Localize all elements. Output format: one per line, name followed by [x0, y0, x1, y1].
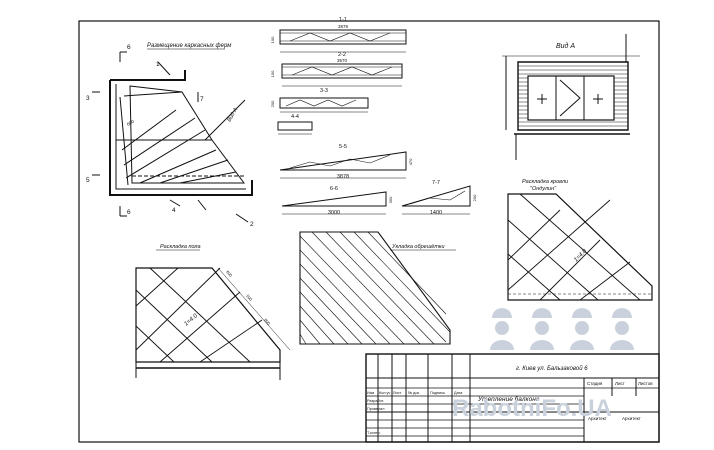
header-doc: № док	[408, 391, 419, 395]
row-tech-control: Т.контр.	[367, 431, 381, 435]
truss-sections	[277, 29, 471, 215]
lathing-title: Укладка обрешётки	[391, 244, 445, 250]
truss-height-1: 100	[270, 36, 275, 43]
row-checked: Проверил	[367, 407, 385, 411]
sheet-header: Лист	[615, 381, 625, 386]
watermark-logo: RabotniFo.UA	[452, 308, 634, 422]
project-address: г. Киев ул. Бальзаковой 6	[516, 365, 588, 372]
frame-layout-plan: Размещение каркасных ферм	[92, 43, 253, 223]
section-5-label: 5-5	[339, 144, 347, 150]
header-izm: Изм	[367, 391, 374, 395]
floor-step-1: 600	[225, 269, 234, 278]
marker-2: 2	[250, 221, 254, 228]
marker-1: 1	[156, 61, 160, 68]
truss-height-3: 200	[270, 100, 275, 107]
truss-height-6: 350	[388, 196, 393, 203]
marker-3: 3	[86, 95, 90, 102]
frame-step-label: 600	[126, 119, 135, 127]
section-3-label: 3-3	[320, 88, 328, 94]
section-5-length: 3878	[337, 174, 349, 180]
section-6-label: 6-6	[330, 186, 338, 192]
floor-step-3: 800	[263, 317, 272, 326]
title-block	[365, 353, 660, 443]
section-2-label: 2-2	[338, 52, 346, 58]
marker-6-bottom: 6	[127, 209, 131, 216]
roof-layout-title: Раскладка кровли	[522, 179, 568, 185]
marker-6-top: 6	[127, 44, 131, 51]
frame-layout-title: Размещение каркасных ферм	[147, 43, 231, 49]
sheets-header: Листов	[638, 381, 653, 386]
marker-7: 7	[200, 96, 204, 103]
floor-angle-label: 1=4.0	[183, 313, 199, 328]
view-a-title: Вид А	[556, 42, 575, 50]
section-7-length: 1400	[430, 210, 442, 216]
roof-layout: Раскладка кровли "Ондулин" 1=4.0	[507, 179, 653, 301]
section-7-label: 7-7	[432, 180, 440, 186]
lathing-layout: Укладка обрешётки	[299, 231, 456, 345]
marker-5: 5	[86, 177, 90, 184]
watermark-text: RabotniFo.UA	[452, 395, 612, 422]
drawing-title: Утепление балкона	[477, 395, 540, 403]
section-2-length: 3570	[337, 58, 348, 63]
header-kol: Кол.уч	[379, 391, 390, 395]
truss-height-5: 470	[408, 158, 413, 165]
truss-height-7: 200	[472, 194, 477, 201]
marker-4: 4	[172, 207, 176, 214]
truss-section-labels: 1-1 3878 2-2 3570 3-3 4-4 5-5 3878 6-6 3…	[270, 17, 477, 216]
floor-step-2: 500	[245, 293, 254, 302]
roof-material-title: "Ондулин"	[530, 186, 557, 192]
row-developed: Разработ.	[367, 399, 384, 403]
section-1-label: 1-1	[339, 17, 347, 23]
section-6-length: 3000	[328, 210, 340, 216]
stage-header: Стадия	[587, 381, 603, 386]
section-4-label: 4-4	[291, 114, 299, 120]
view-a-elevation: Вид А	[502, 34, 640, 160]
truss-height-2: 100	[270, 70, 275, 77]
company-cell-1: Архитект	[588, 416, 607, 421]
view-a-arrow-label: Вид А	[227, 107, 240, 123]
header-date: Дата	[454, 391, 463, 395]
floor-layout-title: Раскладка пола	[160, 244, 201, 250]
header-list: Лист	[393, 391, 402, 395]
section-1-length: 3878	[338, 24, 349, 29]
roof-angle-label: 1=4.0	[573, 248, 588, 263]
company-cell-2: Архитект	[622, 416, 641, 421]
header-sign: Подпись	[430, 391, 445, 395]
title-block-text: г. Киев ул. Бальзаковой 6 Утепление балк…	[367, 365, 653, 435]
floor-layout: Раскладка пола 1=4.0 600 500 800	[135, 244, 291, 380]
